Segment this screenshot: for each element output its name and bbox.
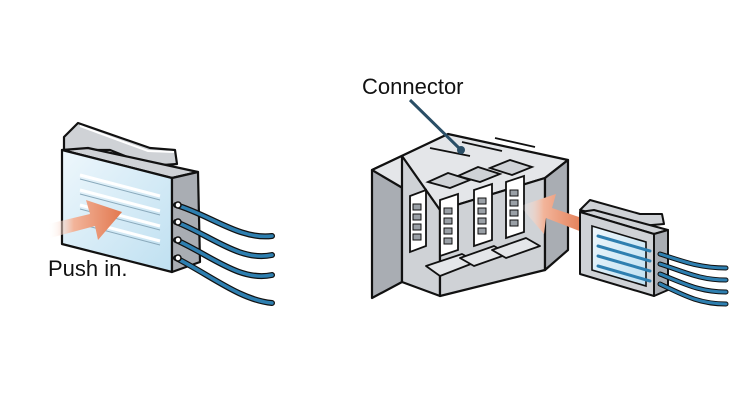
connector-leader-line	[408, 98, 463, 152]
plug-wires-right	[657, 251, 729, 307]
connector-housing	[370, 132, 570, 300]
plug-wires-left	[173, 202, 275, 306]
push-arrow	[48, 200, 122, 240]
push-in-label: Push in.	[48, 256, 128, 281]
connector-label: Connector	[362, 74, 464, 99]
insert-arrow	[520, 194, 588, 234]
connector-leader-dot	[457, 146, 465, 154]
modular-plug-right	[579, 199, 729, 307]
